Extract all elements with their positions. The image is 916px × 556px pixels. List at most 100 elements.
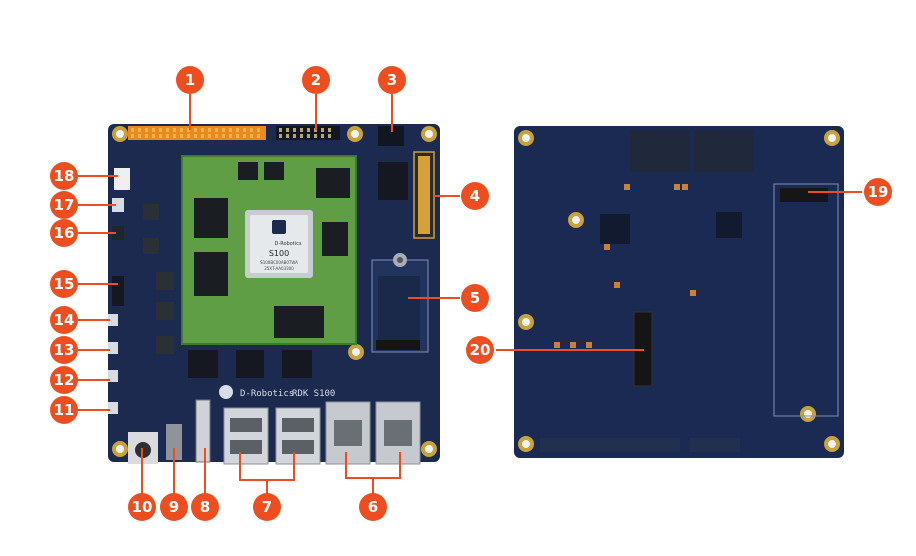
back-mcu-pins: [690, 438, 740, 452]
callout-label: 19: [868, 183, 889, 201]
back-chip-1: [600, 214, 630, 244]
back-ethernet-pins: [630, 130, 690, 172]
silk-brand: D-Robotics: [240, 389, 294, 399]
soc-logo: [272, 220, 286, 234]
debug-header: [378, 126, 404, 146]
back-m2-slot: [773, 183, 839, 417]
callout-9: 9: [160, 493, 188, 521]
debug-usb-port: [195, 399, 211, 463]
board-back: [514, 126, 844, 458]
callout-20: 20: [466, 336, 494, 364]
callout-circle: [50, 270, 78, 298]
callout-circle: [378, 66, 406, 94]
carrier-chip-2: [236, 350, 264, 378]
side-button-17: [112, 198, 124, 212]
memory-chip-3: [322, 222, 348, 256]
callout-circle: [191, 493, 219, 521]
callout-2: 2: [302, 66, 330, 94]
callout-5: 5: [461, 284, 489, 312]
usb-ports: [223, 407, 321, 465]
callout-circle: [128, 493, 156, 521]
callout-label: 8: [200, 498, 210, 516]
callout-label: 17: [54, 196, 75, 214]
gpio-40pin-header: [128, 126, 266, 140]
callout-label: 18: [54, 167, 75, 185]
callout-circle: [50, 366, 78, 394]
callout-circle: [461, 284, 489, 312]
pmic-chip-2: [264, 162, 284, 180]
callout-circle: [160, 493, 188, 521]
back-chip-2: [716, 212, 742, 238]
side-button-13: [108, 342, 118, 354]
memory-chip-4: [316, 168, 350, 198]
callout-label: 12: [54, 371, 75, 389]
callout-8: 8: [191, 493, 219, 521]
callout-circle: [864, 178, 892, 206]
callout-17: 17: [50, 191, 78, 219]
callout-6: 6: [359, 493, 387, 521]
side-header-16: [112, 226, 124, 240]
soc-model: S100: [269, 249, 289, 258]
callout-13: 13: [50, 336, 78, 364]
back-m2-connector: [780, 188, 828, 202]
callout-circle: [253, 493, 281, 521]
callout-label: 9: [169, 498, 179, 516]
silk-logo: [219, 385, 233, 399]
back-usb-pins: [694, 130, 754, 172]
callout-label: 10: [132, 498, 153, 516]
callout-label: 14: [54, 311, 75, 329]
silk-model: RDK S100: [292, 389, 335, 399]
callout-18: 18: [50, 162, 78, 190]
callout-15: 15: [50, 270, 78, 298]
callout-14: 14: [50, 306, 78, 334]
side-header-15: [112, 276, 124, 306]
power-inductors: [143, 204, 174, 354]
back-header-pins: [540, 438, 680, 452]
back-pcb: [514, 126, 844, 458]
callout-circle: [302, 66, 330, 94]
camera-connector-pins: [418, 156, 430, 234]
callout-19: 19: [864, 178, 892, 206]
callout-10: 10: [128, 493, 156, 521]
mcu-header: [276, 126, 340, 140]
carrier-chip-1: [188, 350, 218, 378]
m2-slot: [371, 253, 429, 353]
callout-7: 7: [253, 493, 281, 521]
callout-label: 3: [387, 71, 397, 89]
callout-label: 16: [54, 224, 75, 242]
callout-label: 6: [368, 498, 378, 516]
soc-code-1: S100BC00AB0TWA: [260, 260, 298, 265]
callout-circle: [176, 66, 204, 94]
power-switch: [166, 424, 182, 460]
leader-lines: [78, 94, 862, 494]
callout-12: 12: [50, 366, 78, 394]
callout-label: 15: [54, 275, 75, 293]
side-button-12: [108, 370, 118, 382]
memory-chip-2: [194, 252, 228, 296]
callout-circle: [466, 336, 494, 364]
side-button-11: [108, 402, 118, 414]
callout-label: 11: [54, 401, 75, 419]
callout-label: 2: [311, 71, 321, 89]
callout-circle: [359, 493, 387, 521]
callout-circle: [461, 182, 489, 210]
callout-label: 5: [470, 289, 480, 307]
carrier-chip-3: [282, 350, 312, 378]
front-mounting-holes: [112, 126, 437, 457]
callout-circle: [50, 219, 78, 247]
callout-1: 1: [176, 66, 204, 94]
callout-label: 4: [470, 187, 480, 205]
som-module: D-Robotics S100 S100BC00AB0TWA 25XT-AA03…: [181, 155, 357, 345]
emmc-chip: [274, 306, 324, 338]
soc-brand: D-Robotics: [275, 241, 302, 247]
soc-code-2: 25XT-AA03300: [264, 266, 294, 271]
callout-label: 13: [54, 341, 75, 359]
callout-label: 20: [470, 341, 491, 359]
callout-circle: [50, 191, 78, 219]
carrier-chip-4: [378, 162, 408, 200]
callout-circle: [50, 336, 78, 364]
back-capacitors: [554, 184, 696, 348]
